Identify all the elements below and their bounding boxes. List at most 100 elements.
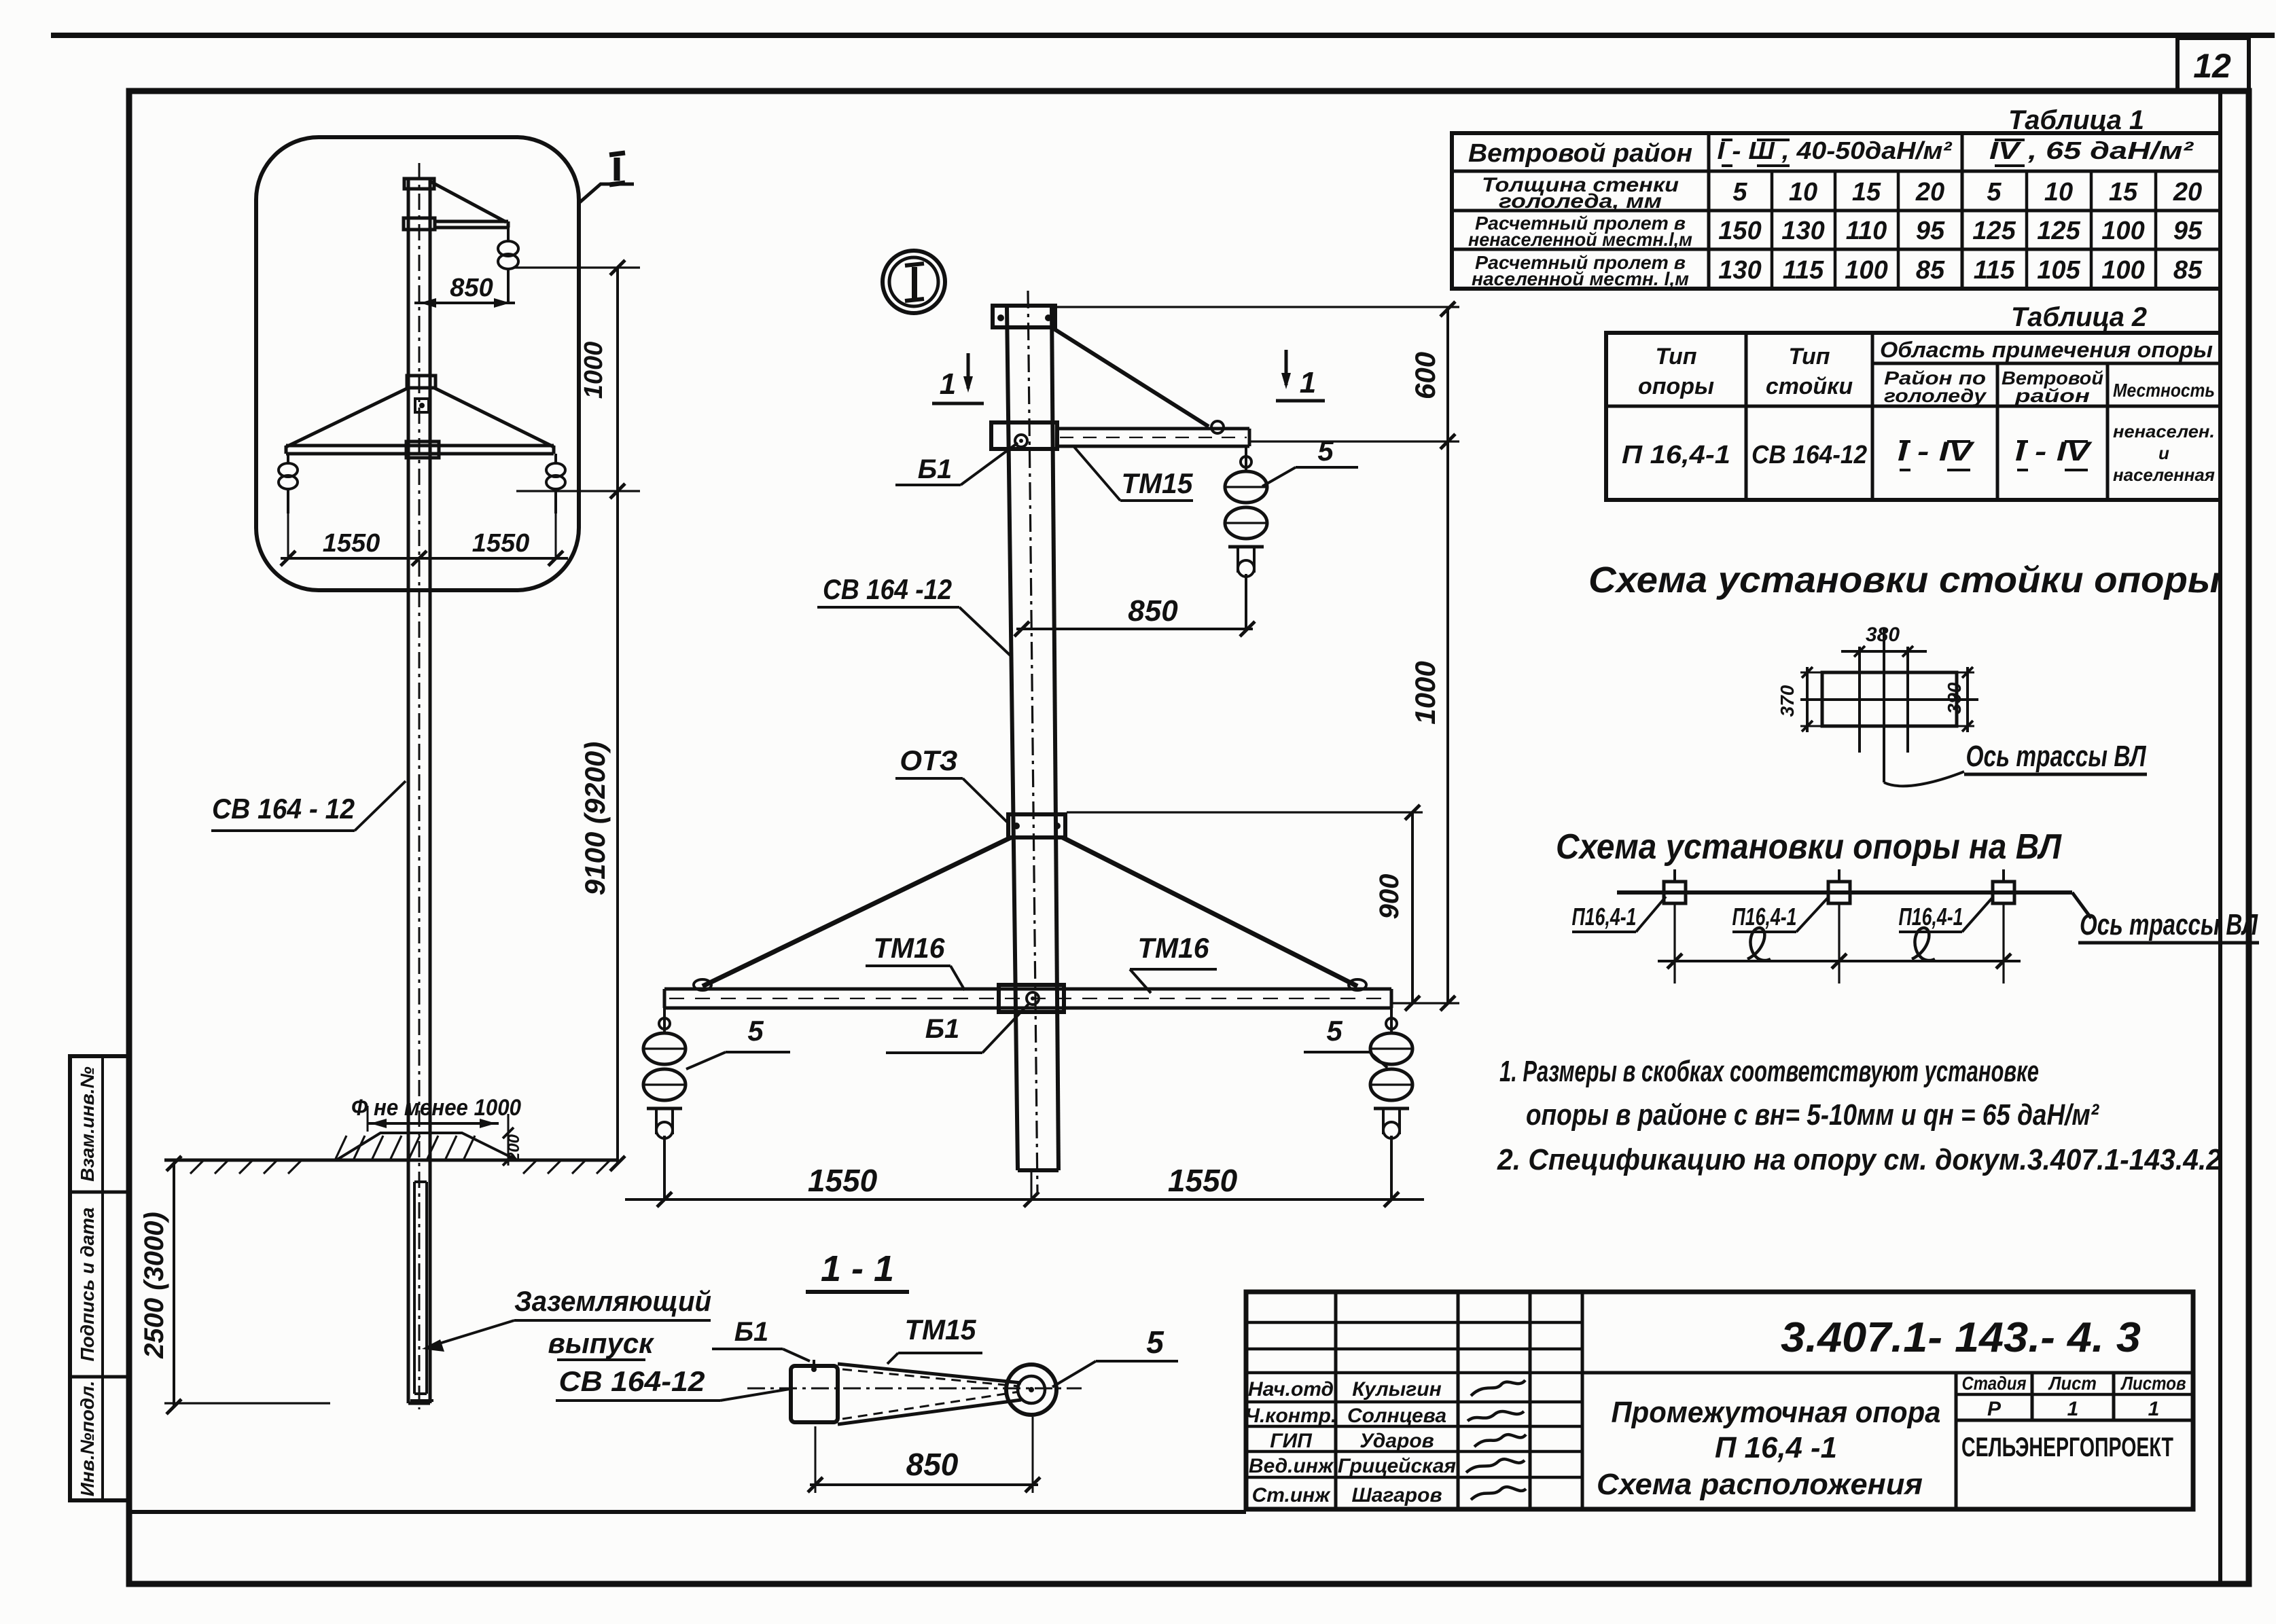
svg-text:опоры в районе с вн= 5-10мм и: опоры в районе с вн= 5-10мм и qн = 65 да… — [1526, 1098, 2099, 1132]
svg-text:900: 900 — [1374, 874, 1404, 920]
svg-text:Ветровой: Ветровой — [2002, 367, 2103, 389]
svg-text:Область примечения опоры: Область примечения опоры — [1880, 338, 2213, 362]
svg-text:Таблица 2: Таблица 2 — [2011, 302, 2147, 332]
svg-text:100: 100 — [1845, 256, 1887, 285]
svg-text:850: 850 — [906, 1447, 959, 1482]
svg-text:125: 125 — [2037, 217, 2080, 245]
svg-text:стойки: стойки — [1766, 374, 1853, 399]
svg-text:Промежуточная опора: Промежуточная опора — [1612, 1396, 1941, 1429]
svg-text:Толщина стенки: Толщина стенки — [1482, 174, 1679, 196]
svg-text:850: 850 — [1128, 594, 1178, 628]
svg-text:Стадия: Стадия — [1962, 1373, 2027, 1394]
svg-text:1: 1 — [1300, 366, 1316, 399]
svg-text:115: 115 — [1974, 256, 2015, 285]
svg-text:СВ 164-12: СВ 164-12 — [559, 1365, 705, 1397]
svg-text:1: 1 — [2148, 1398, 2160, 1420]
svg-text:Расчетный пролет в: Расчетный пролет в — [1475, 213, 1686, 234]
svg-text:10: 10 — [2044, 178, 2073, 206]
svg-text:95: 95 — [2173, 217, 2203, 245]
svg-text:СВ 164 -12: СВ 164 -12 — [823, 573, 952, 605]
svg-text:115: 115 — [1783, 256, 1824, 285]
svg-text:ТМ15: ТМ15 — [905, 1314, 977, 1346]
svg-text:3.407.1- 143.- 4. 3: 3.407.1- 143.- 4. 3 — [1781, 1314, 2141, 1361]
svg-text:ТМ15: ТМ15 — [1122, 467, 1194, 499]
svg-text:1. Размеры в скобках соответст: 1. Размеры в скобках соответствуют устан… — [1499, 1055, 2039, 1088]
svg-text:850: 850 — [450, 274, 493, 302]
svg-text:Тип: Тип — [1655, 344, 1696, 369]
svg-text:390: 390 — [1944, 682, 1965, 714]
svg-text:Вед.инж: Вед.инж — [1249, 1455, 1334, 1477]
svg-text:600: 600 — [1409, 352, 1441, 399]
svg-text:П16,4-1: П16,4-1 — [1899, 903, 1963, 931]
svg-text:110: 110 — [1846, 217, 1887, 245]
svg-text:20: 20 — [2173, 178, 2202, 206]
svg-text:130: 130 — [1718, 256, 1761, 285]
svg-text:Схема установки стойки опоры: Схема установки стойки опоры — [1588, 560, 2220, 600]
svg-text:Ударов: Ударов — [1359, 1430, 1434, 1452]
svg-text:Инв.№подл.: Инв.№подл. — [77, 1381, 98, 1497]
svg-text:СВ 164 - 12: СВ 164 - 12 — [212, 793, 355, 825]
svg-text:2500 (3000): 2500 (3000) — [139, 1212, 169, 1359]
svg-text:125: 125 — [1972, 217, 2016, 245]
svg-text:район: район — [2014, 385, 2090, 406]
svg-text:1: 1 — [2067, 1398, 2079, 1420]
svg-text:5: 5 — [1326, 1015, 1343, 1047]
svg-text:85: 85 — [1916, 256, 1945, 285]
svg-text:Б1: Б1 — [918, 454, 953, 484]
svg-text:Ветровой район: Ветровой район — [1468, 139, 1692, 168]
svg-text:Шагаров: Шагаров — [1351, 1484, 1442, 1506]
svg-text:370: 370 — [1777, 685, 1798, 717]
svg-text:выпуск: выпуск — [548, 1327, 655, 1359]
svg-text:Схема установки опоры на ВЛ: Схема установки опоры на ВЛ — [1556, 827, 2062, 867]
svg-text:1550: 1550 — [1168, 1163, 1238, 1198]
svg-text:Ось трассы ВЛ: Ось трассы ВЛ — [1966, 740, 2147, 773]
svg-text:Солнцева: Солнцева — [1347, 1405, 1446, 1427]
svg-text:I - Ш , 40-50даН/м²: I - Ш , 40-50даН/м² — [1718, 137, 1953, 164]
svg-text:15: 15 — [1852, 178, 1881, 206]
svg-text:населенной местн. l,м: населенной местн. l,м — [1472, 268, 1689, 289]
svg-text:Лист: Лист — [2048, 1373, 2097, 1394]
svg-text:ОТЗ: ОТЗ — [900, 744, 957, 776]
svg-text:Ф не менее 1000: Ф не менее 1000 — [351, 1095, 521, 1121]
svg-text:ГИП: ГИП — [1270, 1430, 1313, 1452]
svg-text:гололеду: гололеду — [1884, 385, 1987, 406]
svg-text:СЕЛЬЭНЕРГОПРОЕКТ: СЕЛЬЭНЕРГОПРОЕКТ — [1961, 1432, 2173, 1462]
svg-text:1550: 1550 — [323, 529, 380, 558]
svg-text:гололеда, мм: гололеда, мм — [1499, 190, 1662, 213]
svg-text:150: 150 — [1718, 217, 1761, 245]
svg-text:1: 1 — [940, 367, 956, 401]
svg-text:Кулыгин: Кулыгин — [1352, 1378, 1441, 1401]
svg-text:1550: 1550 — [472, 529, 530, 558]
svg-text:85: 85 — [2173, 256, 2203, 285]
svg-text:ненаселенной местн.l,м: ненаселенной местн.l,м — [1468, 229, 1692, 250]
svg-text:Расчетный пролет в: Расчетный пролет в — [1475, 252, 1686, 273]
svg-text:Таблица 1: Таблица 1 — [2008, 105, 2144, 135]
svg-text:ТМ16: ТМ16 — [1138, 932, 1210, 964]
svg-text:Местность: Местность — [2113, 380, 2215, 401]
svg-text:П 16,4-1: П 16,4-1 — [1622, 441, 1730, 469]
svg-text:Подпись и дата: Подпись и дата — [77, 1208, 98, 1362]
svg-text:Схема расположения: Схема расположения — [1597, 1468, 1923, 1501]
svg-text:200: 200 — [505, 1134, 523, 1162]
svg-text:Ч.контр.: Ч.контр. — [1245, 1405, 1337, 1427]
svg-text:5: 5 — [747, 1015, 764, 1047]
svg-text:Б1: Б1 — [925, 1014, 960, 1044]
svg-text:2. Спецификацию на опору см. д: 2. Спецификацию на опору см. докум.3.407… — [1497, 1143, 2222, 1176]
svg-text:Взам.инв.№: Взам.инв.№ — [77, 1066, 98, 1181]
svg-text:Тип: Тип — [1788, 344, 1830, 369]
svg-text:Листов: Листов — [2120, 1373, 2186, 1394]
svg-text:1000: 1000 — [580, 342, 608, 399]
svg-text:П16,4-1: П16,4-1 — [1572, 903, 1637, 931]
svg-text:12: 12 — [2193, 47, 2231, 85]
svg-text:105: 105 — [2037, 256, 2080, 285]
svg-text:и: и — [2158, 443, 2169, 463]
svg-text:100: 100 — [2101, 217, 2144, 245]
svg-text:9100 (9200): 9100 (9200) — [579, 742, 611, 896]
svg-text:5: 5 — [1317, 435, 1334, 467]
svg-text:Б1: Б1 — [734, 1317, 769, 1347]
svg-text:95: 95 — [1916, 217, 1945, 245]
svg-text:опоры: опоры — [1638, 374, 1714, 399]
svg-text:100: 100 — [2101, 256, 2144, 285]
svg-text:ненаселен.: ненаселен. — [2113, 421, 2215, 441]
svg-text:СВ 164-12: СВ 164-12 — [1752, 441, 1867, 469]
